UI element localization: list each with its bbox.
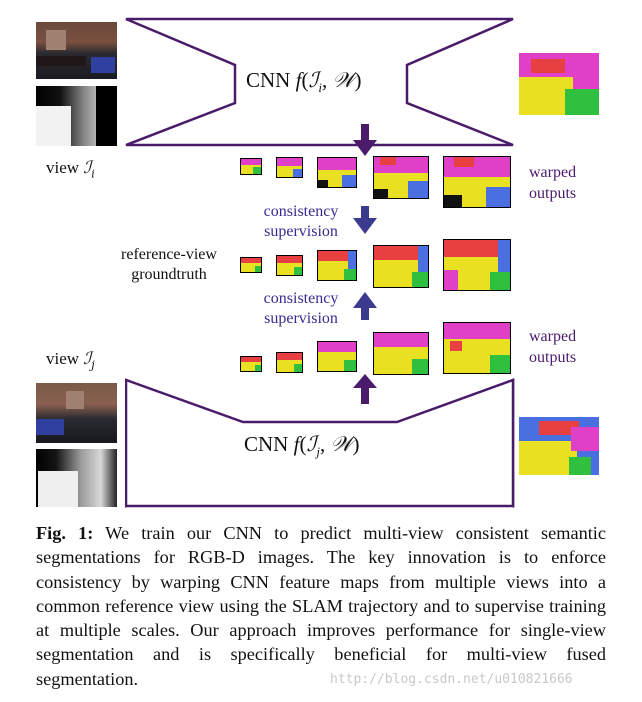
rgb-image-view-j	[36, 383, 117, 443]
segmentation-output-view-j	[519, 417, 599, 475]
view-j-text: view	[46, 349, 80, 368]
scale-map	[443, 156, 511, 208]
scale-map	[240, 158, 262, 175]
arrow-down-top	[353, 124, 377, 156]
depth-image-view-j	[36, 449, 117, 507]
arrow-up-consistency	[353, 292, 377, 320]
scale-map	[373, 332, 429, 375]
arrow-up-bottom	[353, 374, 377, 404]
scale-map	[373, 245, 429, 288]
cnn-bottom-label: CNN f(ℐj, 𝒲)	[244, 432, 360, 460]
scale-map	[240, 356, 262, 372]
rgb-image-view-i	[36, 22, 117, 79]
scale-map	[276, 352, 303, 373]
segmentation-output-view-i	[519, 53, 599, 115]
figure-caption: Fig. 1: We train our CNN to predict mult…	[36, 521, 606, 691]
scale-map	[240, 257, 262, 273]
caption-label: Fig. 1:	[36, 523, 94, 543]
scale-map	[443, 239, 511, 291]
watermark: http://blog.csdn.net/u010821666	[330, 672, 573, 687]
scale-map	[443, 322, 511, 374]
view-i-text: view	[46, 158, 80, 177]
scale-map	[317, 250, 357, 281]
cnn-top-label: CNN f(ℐi, 𝒲)	[246, 68, 362, 96]
view-j-label: view ℐj	[46, 349, 95, 372]
arrow-down-consistency	[353, 206, 377, 234]
scale-map	[317, 341, 357, 372]
depth-image-view-i	[36, 86, 117, 146]
caption-text: We train our CNN to predict multi-view c…	[36, 523, 606, 689]
scale-map	[317, 157, 357, 188]
cnn-bottom-outline	[125, 378, 515, 508]
scale-map	[373, 156, 429, 199]
view-i-label: view ℐi	[46, 158, 95, 181]
cnn-top-shape	[125, 17, 514, 147]
scale-map	[276, 157, 303, 178]
scale-map	[276, 255, 303, 276]
